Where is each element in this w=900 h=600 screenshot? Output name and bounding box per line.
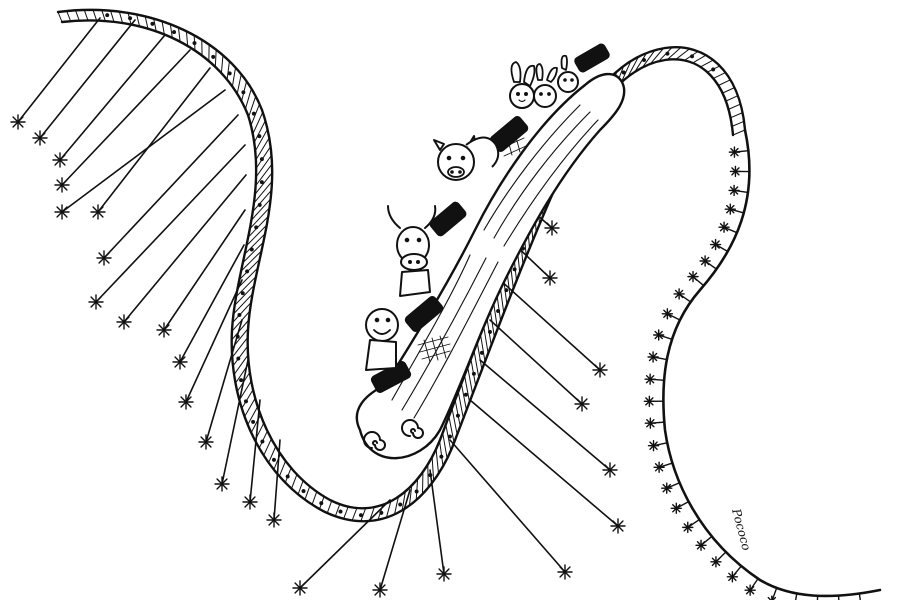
artist-signature: Pococo <box>729 506 754 552</box>
cow-rider <box>387 205 437 297</box>
middle-support-cables <box>299 199 619 591</box>
signature-text: Pococo <box>729 506 754 552</box>
car-seats <box>370 43 610 393</box>
front-car-swirl-eyes <box>363 419 424 451</box>
rabbit-rider-3 <box>557 54 579 93</box>
hatched-panels <box>417 129 527 363</box>
rabbit-rider-2 <box>533 63 558 108</box>
train-body <box>355 72 626 460</box>
wood-grain <box>391 104 599 419</box>
pig-rider <box>433 135 500 181</box>
coaster-train <box>355 43 626 460</box>
left-support-cables <box>17 17 281 521</box>
boy-rider <box>365 308 399 371</box>
right-track-descent <box>643 128 882 600</box>
cable-anchor-stars <box>10 114 626 598</box>
rabbit-rider-1 <box>509 61 536 109</box>
